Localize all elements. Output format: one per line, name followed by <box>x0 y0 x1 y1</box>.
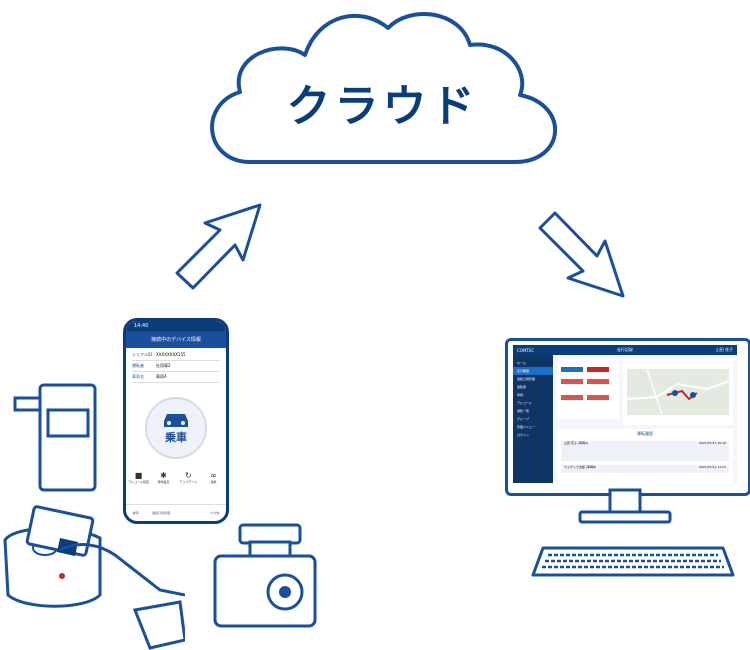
keyboard-icon <box>531 546 735 577</box>
history-heading: 運転履歴 <box>637 431 653 436</box>
phone-action-item[interactable]: ✱車両設定 <box>153 471 175 484</box>
monitor-stand <box>578 488 672 524</box>
phone-tabbar: 乗車 運転日報管理 その他 <box>126 504 226 521</box>
sidebar-item[interactable]: ログイン <box>517 433 530 437</box>
history-entry[interactable]: 山田 花子 (車両A) 2021/07/11 15:16 <box>561 441 729 461</box>
tab-reports[interactable]: 運転日報管理 <box>152 511 171 515</box>
car-icon <box>164 414 188 427</box>
brand-logo: COMTEC <box>517 347 535 353</box>
sidebar-item[interactable]: ホーム <box>517 361 526 365</box>
status-badge <box>587 395 609 400</box>
entry-date: 2021/07/11 15:16 <box>699 441 726 445</box>
status-badge <box>587 367 609 372</box>
screen-sidebar: ホーム 走行履歴 運転日報管理 運転者 車両 アルコール 通知一覧 グループ 管… <box>513 355 553 483</box>
entry-name: ウェザック太郎 (車両B) <box>564 465 597 469</box>
sidebar-item[interactable]: アルコール <box>517 401 532 405</box>
phone-action-item[interactable]: ↻アップデート <box>179 471 198 484</box>
history-panel: 運転履歴 山田 花子 (車両A) 2021/07/11 15:16 ウェザック太… <box>557 429 733 483</box>
sidebar-item[interactable]: 運転日報管理 <box>517 377 536 381</box>
dashcam-icon <box>213 523 317 628</box>
phone-info-row: シリアルID XXXXXXXX155 <box>132 350 220 361</box>
sidebar-item[interactable]: 通知一覧 <box>517 409 530 413</box>
sidebar-item[interactable]: 運転者 <box>517 385 527 389</box>
cloud <box>0 0 750 190</box>
map-panel[interactable] <box>623 359 733 425</box>
phone-info-row: 車両名 車両A <box>132 372 220 383</box>
entry-name: 山田 花子 (車両A) <box>564 441 589 445</box>
screen-title: 走行記録 <box>616 347 633 352</box>
phone-status-bar: 14:40 <box>126 321 226 331</box>
ride-button-label: 乗車 <box>165 431 187 444</box>
status-badge <box>561 367 583 372</box>
status-badge <box>587 379 609 384</box>
smartphone: 14:40 接続中のデバイス情報 シリアルID XXXXXXXX155 運転者 … <box>123 318 229 524</box>
phone-info-row: 運転者 社用車2 <box>132 361 220 372</box>
map-image[interactable] <box>626 368 730 416</box>
sidebar-item[interactable]: 管理メニュー <box>517 425 536 429</box>
link-icon: ∞ <box>210 471 217 480</box>
refresh-icon: ↻ <box>185 471 192 480</box>
license-reader-icon <box>3 505 185 650</box>
history-entry[interactable]: ウェザック太郎 (車両B) 2021/07/11 13:21 <box>561 465 729 473</box>
phone-time: 14:40 <box>134 323 149 329</box>
alcohol-icon: ■ <box>134 471 143 480</box>
phone-action-item[interactable]: ∞連携 <box>203 471 225 484</box>
ride-button[interactable]: 乗車 <box>145 397 207 459</box>
upload-arrow-icon <box>175 203 262 290</box>
phone-action-item[interactable]: ■アルコール検査 <box>128 471 149 484</box>
phone-actions: ■アルコール検査 ✱車両設定 ↻アップデート ∞連携 <box>126 471 226 484</box>
phone-info-rows: シリアルID XXXXXXXX155 運転者 社用車2 車両名 車両A <box>126 348 226 385</box>
cloud-shape <box>210 12 558 164</box>
download-arrow-icon <box>538 211 625 298</box>
user-name: 山田 花子 <box>715 347 733 352</box>
sidebar-item[interactable]: 走行履歴 <box>513 367 553 375</box>
cloud-label: クラウド <box>286 81 479 132</box>
entry-date: 2021/07/11 13:21 <box>699 465 726 469</box>
alcohol-checker-icon <box>13 383 97 492</box>
status-badge <box>561 379 583 384</box>
screen-topbar: COMTEC 走行記録 山田 花子 <box>513 345 737 355</box>
status-badge <box>561 395 583 400</box>
gear-icon: ✱ <box>160 471 167 480</box>
monitor-screen: COMTEC 走行記録 山田 花子 ホーム 走行履歴 運転日報管理 運転者 車両… <box>513 345 737 483</box>
tab-ride[interactable]: 乗車 <box>132 511 139 515</box>
tab-other[interactable]: その他 <box>210 511 220 515</box>
status-panel <box>557 359 619 419</box>
phone-header: 接続中のデバイス情報 <box>126 331 226 348</box>
sidebar-item[interactable]: グループ <box>517 417 529 421</box>
sidebar-item[interactable]: 車両 <box>517 393 524 397</box>
